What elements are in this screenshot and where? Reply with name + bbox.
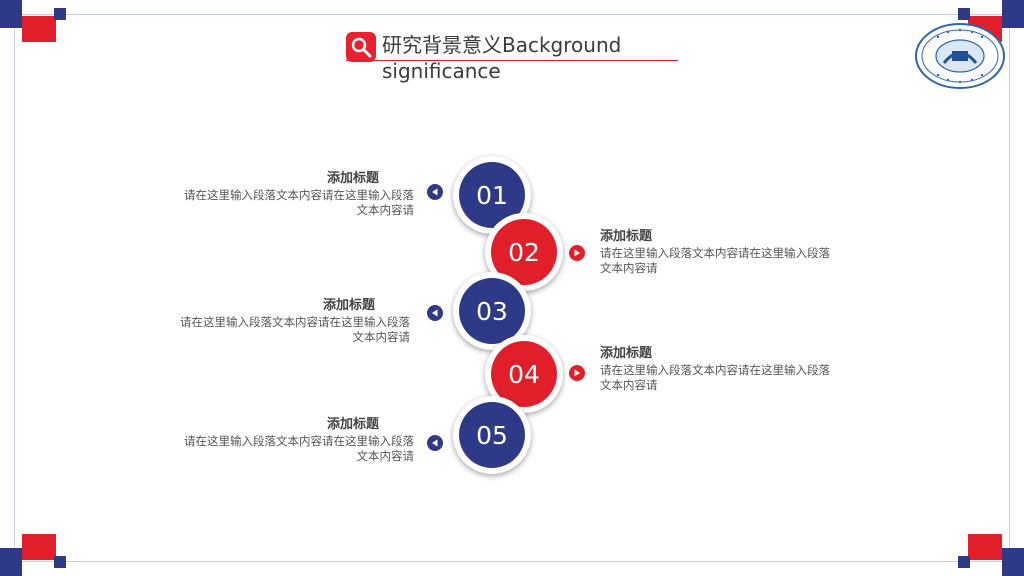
step-circle-05: 05 bbox=[453, 396, 531, 474]
frame-bottom-line bbox=[0, 561, 1024, 562]
step-number-03: 03 bbox=[459, 278, 525, 344]
step-heading: 添加标题 bbox=[322, 298, 375, 313]
step-number-04: 04 bbox=[491, 341, 557, 407]
step-heading: 添加标题 bbox=[600, 229, 653, 244]
corner-square-bottom-left-small bbox=[54, 556, 66, 568]
title-underline bbox=[346, 60, 678, 61]
corner-square-bottom-right-small bbox=[958, 556, 970, 568]
step-number-05: 05 bbox=[459, 402, 525, 468]
step-heading: 添加标题 bbox=[326, 171, 379, 186]
arrow-left-icon bbox=[427, 305, 443, 321]
step-text-01: 添加标题 请在这里输入段落文本内容请在这里输入段落文本内容请 bbox=[174, 170, 414, 218]
corner-square-top-left-navy bbox=[0, 0, 22, 28]
step-body: 请在这里输入段落文本内容请在这里输入段落文本内容请 bbox=[600, 363, 830, 392]
frame-top-line bbox=[0, 14, 1024, 15]
step-text-05: 添加标题 请在这里输入段落文本内容请在这里输入段落文本内容请 bbox=[174, 416, 414, 464]
step-body: 请在这里输入段落文本内容请在这里输入段落文本内容请 bbox=[184, 188, 414, 217]
corner-square-top-right-small bbox=[958, 8, 970, 20]
step-body: 请在这里输入段落文本内容请在这里输入段落文本内容请 bbox=[184, 434, 414, 463]
frame-left-line bbox=[14, 0, 15, 576]
arrow-right-icon bbox=[569, 245, 585, 261]
corner-square-top-right-navy bbox=[1002, 0, 1024, 28]
step-body: 请在这里输入段落文本内容请在这里输入段落文本内容请 bbox=[600, 246, 830, 275]
step-heading: 添加标题 bbox=[600, 346, 653, 361]
step-body: 请在这里输入段落文本内容请在这里输入段落文本内容请 bbox=[180, 315, 410, 344]
step-text-04: 添加标题 请在这里输入段落文本内容请在这里输入段落文本内容请 bbox=[600, 345, 840, 393]
step-text-02: 添加标题 请在这里输入段落文本内容请在这里输入段落文本内容请 bbox=[600, 228, 840, 276]
arrow-left-icon bbox=[427, 435, 443, 451]
university-seal-logo bbox=[914, 23, 1006, 89]
step-heading: 添加标题 bbox=[326, 417, 379, 432]
page-title: 研究背景意义Background significance bbox=[382, 33, 622, 83]
corner-square-bottom-left-navy bbox=[0, 548, 22, 576]
arrow-right-icon bbox=[569, 365, 585, 381]
step-circle-04: 04 bbox=[485, 335, 563, 413]
corner-square-top-left-small bbox=[54, 8, 66, 20]
corner-square-bottom-right-navy bbox=[1002, 548, 1024, 576]
arrow-left-icon bbox=[427, 184, 443, 200]
corner-square-bottom-right-red bbox=[968, 534, 1002, 560]
corner-square-bottom-left-red bbox=[22, 534, 56, 560]
frame-right-line bbox=[1009, 0, 1010, 576]
search-icon bbox=[346, 32, 376, 62]
corner-square-top-left-red bbox=[22, 16, 56, 42]
step-text-03: 添加标题 请在这里输入段落文本内容请在这里输入段落文本内容请 bbox=[170, 297, 410, 345]
